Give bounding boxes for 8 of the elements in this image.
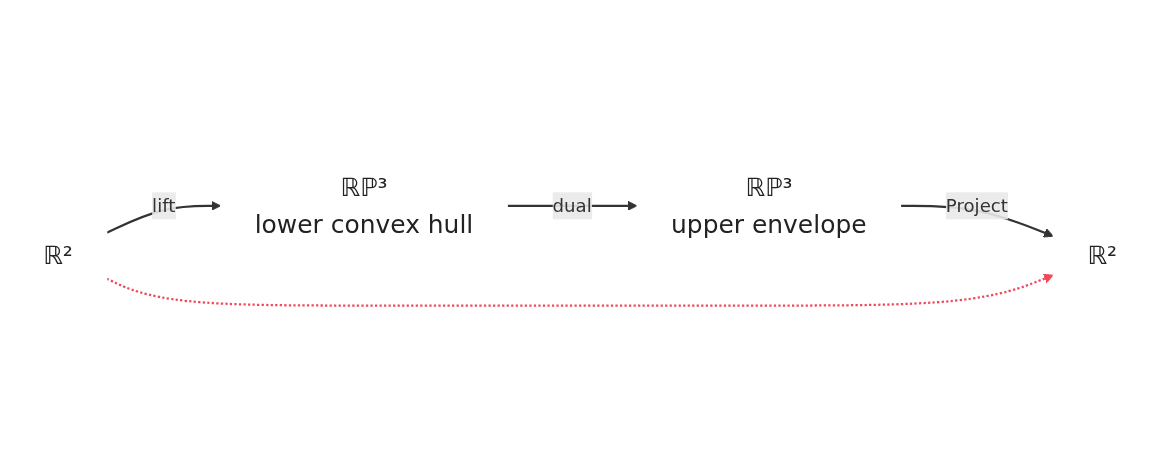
node-text: ℝℙ³ lower convex hull [254, 172, 474, 239]
edge-label: Project [945, 194, 1008, 217]
arrow [106, 273, 1054, 307]
node-text: ℝ² [43, 241, 73, 270]
node-text: ℝℙ³ upper envelope [671, 172, 867, 239]
edge-label: dual [552, 194, 592, 217]
edge-label: lift [152, 194, 176, 217]
node-text: ℝ² [1087, 241, 1117, 270]
